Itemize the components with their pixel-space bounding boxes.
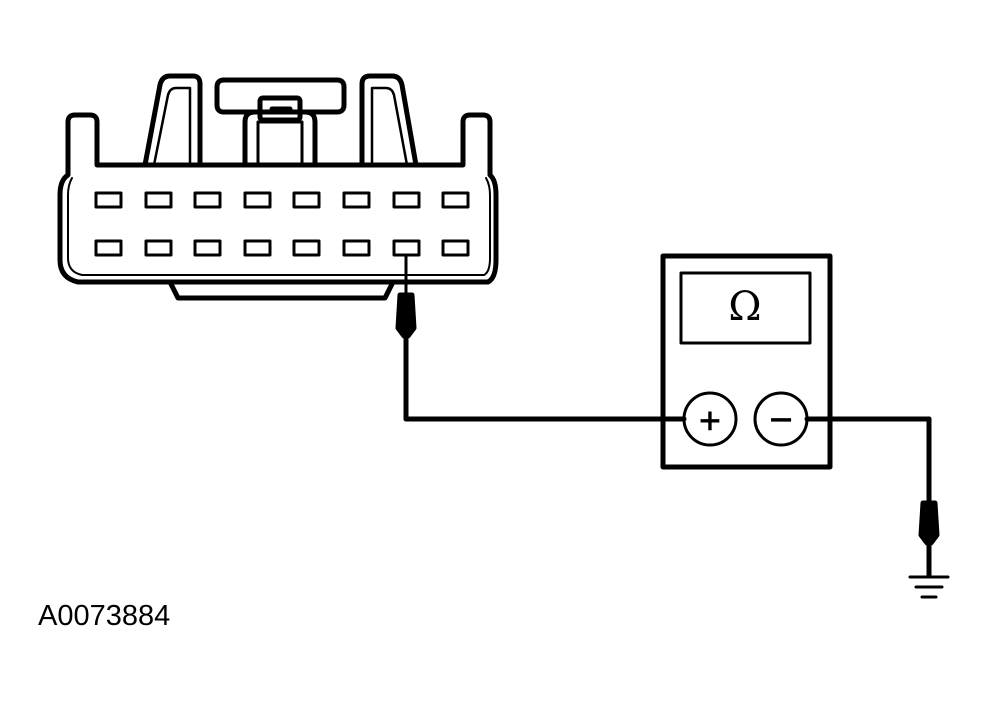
connector-probe <box>395 253 687 422</box>
meter-display <box>679 271 812 345</box>
ohm-symbol: Ω <box>728 284 761 330</box>
pin <box>144 239 173 257</box>
pin <box>292 191 321 209</box>
connector <box>57 73 499 301</box>
ground-icon <box>908 575 950 599</box>
pin <box>292 239 321 257</box>
center-lock-bar <box>256 120 304 167</box>
probe-tip <box>395 292 417 339</box>
pin <box>392 191 421 209</box>
probed-pin <box>392 239 421 257</box>
center-lock-window <box>257 95 303 123</box>
pin-row-2 <box>94 239 470 257</box>
pin <box>193 191 222 209</box>
pin <box>441 239 470 257</box>
connector-inner-outline <box>67 177 491 276</box>
pin <box>243 191 272 209</box>
pin <box>342 239 371 257</box>
pin <box>342 191 371 209</box>
pin <box>94 191 123 209</box>
connector-bottom-flange <box>167 279 396 301</box>
plus-icon: + <box>697 403 722 438</box>
right-latch-inner <box>370 86 409 167</box>
center-lock-tab <box>214 77 347 115</box>
pin <box>94 239 123 257</box>
connector-body-outline <box>57 112 499 285</box>
ground-lead <box>804 416 950 599</box>
left-latch-inner <box>152 86 192 167</box>
pin <box>144 191 173 209</box>
pin-row-1 <box>94 191 470 209</box>
pin <box>441 191 470 209</box>
meter-body <box>660 253 833 470</box>
figure-id-label: A0073884 <box>38 600 171 632</box>
ground-probe-tip <box>918 500 940 546</box>
center-lock-body <box>242 109 318 168</box>
positive-terminal <box>682 391 738 447</box>
minus-icon: − <box>768 400 795 438</box>
left-latch <box>142 73 203 168</box>
pin <box>193 239 222 257</box>
pin <box>243 239 272 257</box>
ohmmeter <box>660 253 833 470</box>
right-latch <box>359 73 419 168</box>
